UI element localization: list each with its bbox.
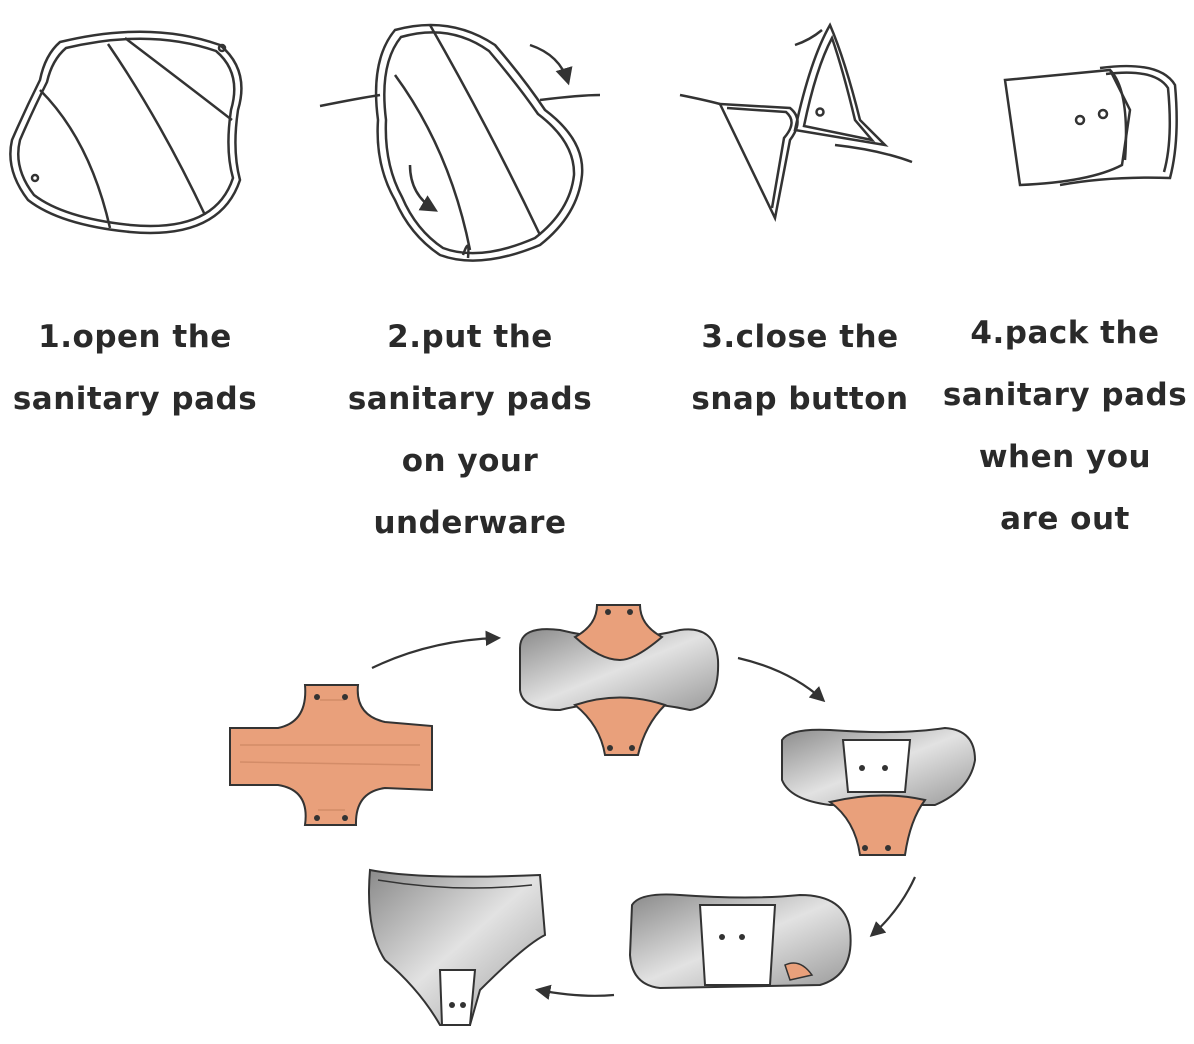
packed-pad-icon (1003, 64, 1178, 187)
step-2-label: 2.put the sanitary pads on your underwar… (345, 306, 595, 554)
step-2-line-1: 2.put the (387, 319, 553, 355)
step-1-line-2: sanitary pads (12, 381, 258, 417)
cycle-arrows (371, 630, 917, 1000)
step-2-line-3: on your (401, 443, 539, 479)
step-1-line-1: 1.open the (38, 319, 232, 355)
step-4-line-1: 4.pack the (970, 315, 1160, 351)
pad-folded-icon (628, 893, 852, 990)
step-3-line-2: snap button (691, 381, 909, 417)
underwear-fitted-icon (368, 868, 547, 1026)
step-3-label: 3.close the snap button (685, 306, 915, 430)
step-1-label: 1.open the sanitary pads (10, 306, 260, 430)
snap-close-icon (679, 22, 913, 222)
step-2-line-4: underware (373, 505, 567, 541)
step-4-label: 4.pack the sanitary pads when you are ou… (938, 302, 1192, 550)
open-pad-icon (9, 30, 243, 235)
pad-on-underwear-icon (319, 23, 601, 262)
pad-half-folded-icon (781, 726, 977, 856)
step-2-line-2: sanitary pads (347, 381, 593, 417)
step-4-line-3: when you (978, 439, 1152, 475)
pad-wrapped-icon (519, 604, 720, 756)
step-4-line-4: are out (1000, 501, 1130, 537)
pad-flat-icon (229, 684, 433, 826)
step-4-line-2: sanitary pads (942, 377, 1188, 413)
step-3-line-1: 3.close the (701, 319, 899, 355)
